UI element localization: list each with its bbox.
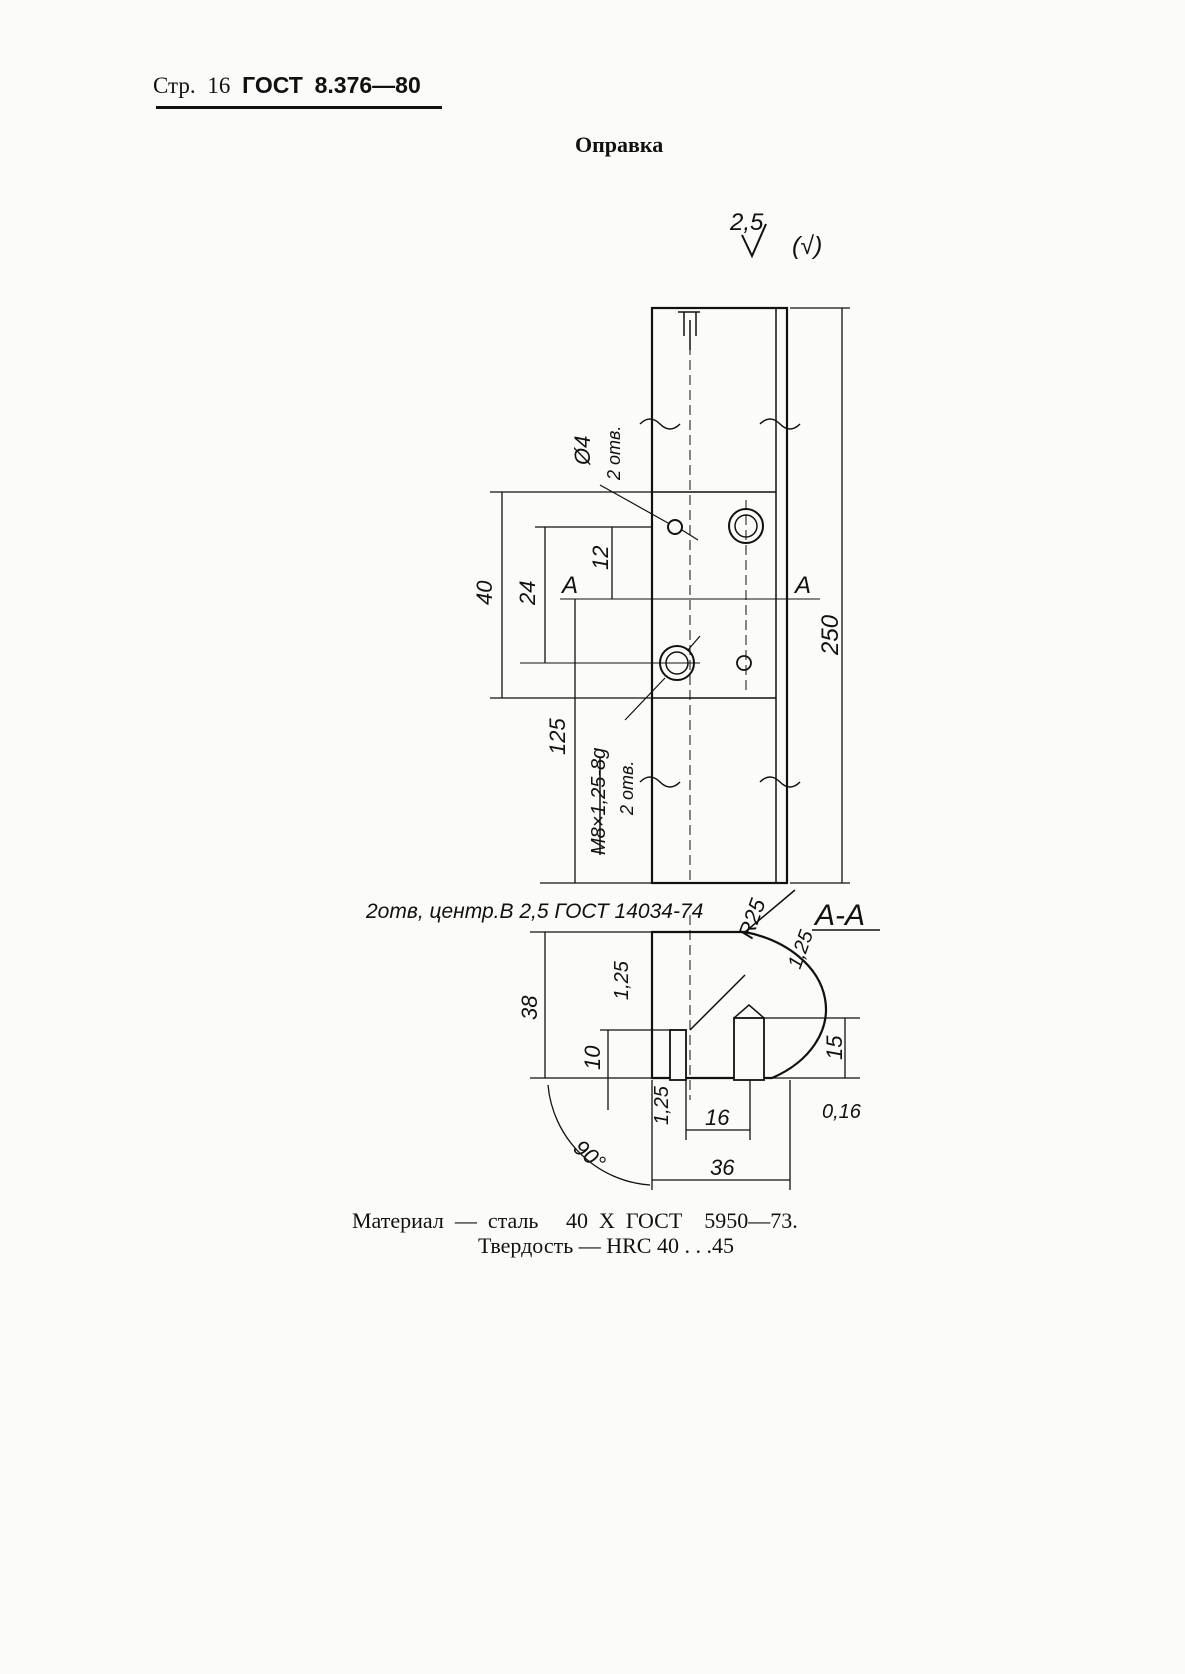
hardness-note: Твердость — HRC 40 . . .45 <box>478 1233 734 1258</box>
hole-4mm-top <box>667 519 683 535</box>
section-dimensions: 38 10 15 R25 1,25 1,25 1,25 0,16 16 36 9… <box>517 895 862 1190</box>
dim-hole-dia: Ø4 <box>570 436 595 466</box>
roughness-value: 2,5 <box>729 209 764 236</box>
main-dimensions: 250 40 24 12 125 А А Ø4 2 отв. M8×1,25-8… <box>472 307 850 884</box>
dim-38: 38 <box>517 995 542 1020</box>
dim-hole-count: 2 отв. <box>604 426 624 481</box>
dim-chamfer-bottom: 1,25 <box>651 1085 673 1125</box>
main-view <box>520 306 820 885</box>
dim-36: 36 <box>710 1155 735 1180</box>
section-label: А-А <box>813 899 865 932</box>
page-title: Оправка <box>575 132 664 157</box>
dim-thread: M8×1,25-8g <box>588 748 610 855</box>
standard-number: 8.376—80 <box>314 72 421 98</box>
dim-12: 12 <box>588 546 613 570</box>
dim-40: 40 <box>472 580 497 605</box>
page-number: 16 <box>207 73 231 98</box>
standard-label: ГОСТ <box>242 72 303 98</box>
dim-length: 250 <box>817 614 844 656</box>
roughness-section: 0,16 <box>822 1101 862 1123</box>
dim-125: 125 <box>545 718 570 755</box>
hole-4mm-bottom <box>736 655 752 671</box>
cut-label-right: А <box>793 572 811 599</box>
dim-thread-count: 2 отв. <box>617 761 637 816</box>
dim-radius: R25 <box>733 895 771 942</box>
dim-chamfer-left: 1,25 <box>611 960 633 1000</box>
center-hole-note: 2отв, центр.В 2,5 ГОСТ 14034-74 <box>365 900 703 923</box>
roughness-other: (√) <box>792 232 822 260</box>
dim-chamfer-top: 1,25 <box>784 927 818 972</box>
roughness-check-icon <box>741 223 767 259</box>
page-label: Стр. <box>153 73 196 98</box>
dim-angle: 90° <box>569 1135 611 1176</box>
header-rule <box>156 106 442 109</box>
cut-label-left: А <box>560 572 578 599</box>
page-header: Стр. 16 ГОСТ 8.376—80 <box>153 72 427 99</box>
dim-16: 16 <box>705 1105 730 1130</box>
dim-24: 24 <box>515 581 540 606</box>
dim-15: 15 <box>822 1035 847 1060</box>
material-note: Материал — сталь 40 Х ГОСТ 5950—73. <box>352 1208 798 1233</box>
dim-10: 10 <box>580 1045 605 1070</box>
section-view <box>650 889 828 1100</box>
